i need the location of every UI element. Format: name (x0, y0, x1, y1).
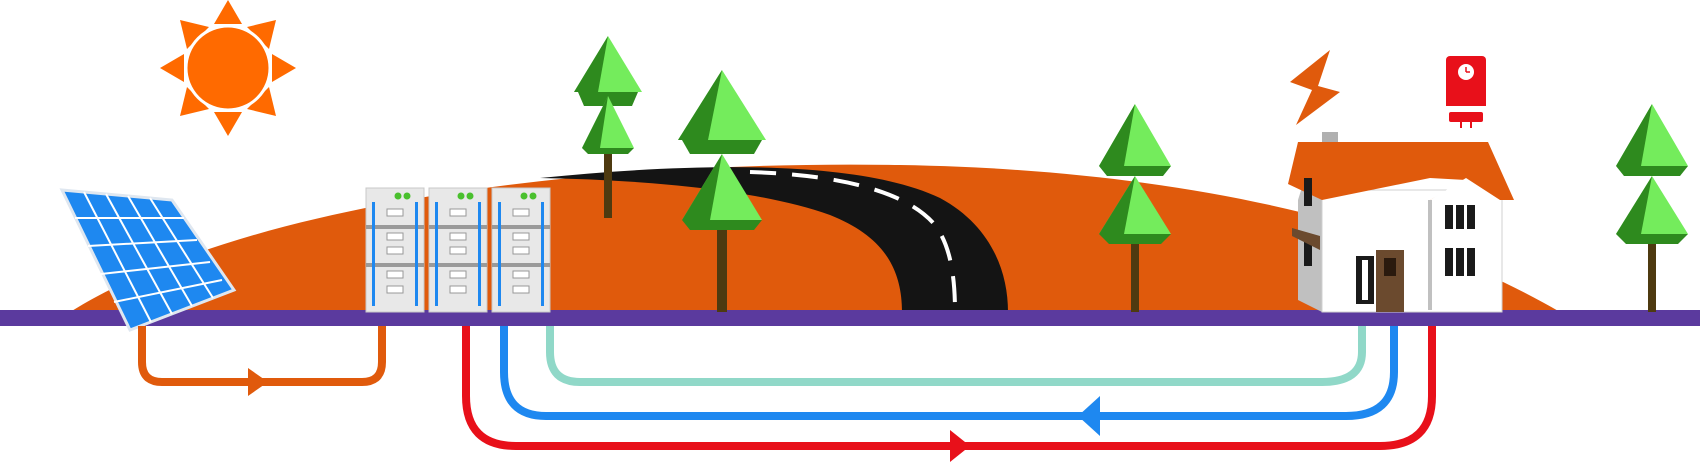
flow-solar-to-battery (138, 326, 386, 396)
road-icon (540, 167, 1008, 313)
electric-meter-icon (1444, 56, 1488, 128)
arrow-right-icon (950, 430, 970, 462)
flow-battery-to-house-red (462, 326, 1436, 462)
ground-line (0, 310, 1700, 326)
flow-house-to-battery-blue (500, 326, 1398, 436)
lightning-bolt-icon (1290, 50, 1340, 125)
solar-panel-icon (59, 188, 237, 332)
house-icon (1288, 132, 1514, 313)
arrow-left-icon (1078, 396, 1100, 436)
tree-icon (1099, 104, 1171, 312)
tree-icon (678, 70, 766, 312)
tree-icon (574, 36, 642, 218)
sun-icon (160, 0, 296, 136)
battery-cabinet-icon (365, 187, 551, 313)
tree-icon (1616, 104, 1688, 312)
flow-house-to-battery-teal (546, 326, 1366, 386)
arrow-right-icon (248, 368, 268, 396)
